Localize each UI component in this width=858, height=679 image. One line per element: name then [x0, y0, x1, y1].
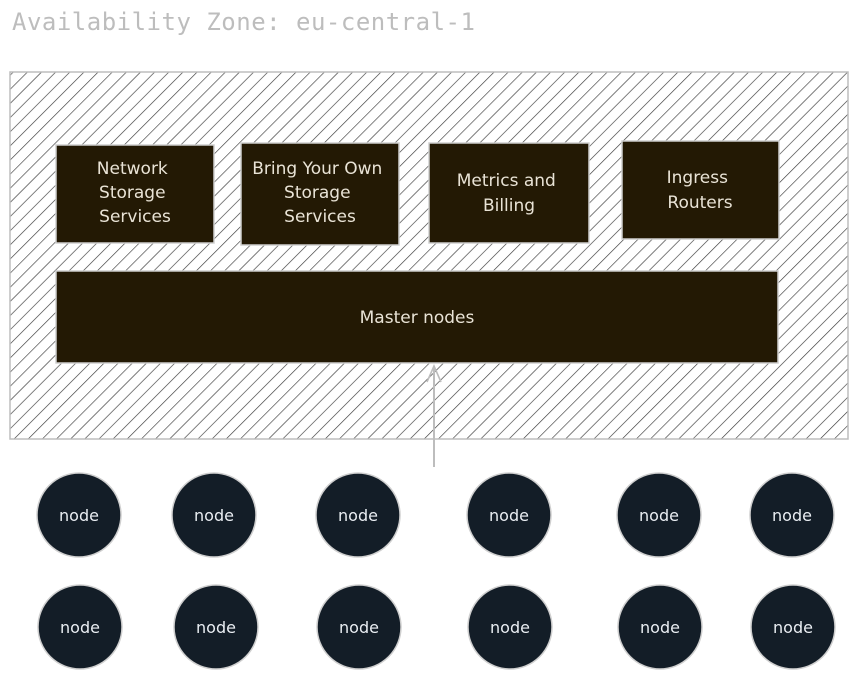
svg-text:Bring Your Own Storage: Bring Your Own Storage Services	[252, 159, 388, 227]
node-label: node	[640, 618, 680, 637]
zone-container	[9, 71, 849, 440]
node-label: node	[490, 618, 530, 637]
zone-title: Availability Zone: eu-central-1	[12, 8, 476, 36]
node-label: node	[489, 506, 529, 525]
service-box-network-storage: Network Storage Services	[55, 144, 215, 244]
master-nodes-box: Master nodes	[55, 270, 779, 364]
svg-text:Ingress Routers: Ingress Routers	[667, 168, 734, 213]
service-label-line: Services	[284, 207, 356, 227]
service-box-ingress-routers: Ingress Routers	[621, 140, 780, 240]
node-label: node	[773, 618, 813, 637]
service-label-line: Storage	[284, 183, 351, 203]
node-circle: node	[37, 584, 123, 670]
service-label-line: Network	[97, 159, 168, 179]
master-nodes-label: Master nodes	[360, 308, 475, 328]
node-label: node	[639, 506, 679, 525]
node-circle: node	[467, 584, 553, 670]
node-circle: node	[616, 472, 702, 558]
service-box-metrics-billing: Metrics and Billing	[428, 142, 590, 244]
service-label-line: Ingress	[667, 168, 729, 188]
service-box-byo-storage: Bring Your Own Storage Services	[240, 142, 400, 246]
node-circle: node	[749, 472, 835, 558]
node-circle: node	[36, 472, 122, 558]
node-circle: node	[466, 472, 552, 558]
service-label-line: Billing	[483, 196, 535, 216]
svg-text:Metrics and Billing: Metrics and Billing	[457, 171, 562, 216]
node-label: node	[59, 506, 99, 525]
svg-text:Network Storage Se: Network Storage Services	[97, 159, 173, 227]
node-label: node	[60, 618, 100, 637]
service-label-line: Services	[99, 207, 171, 227]
service-label-line: Bring Your Own	[252, 159, 382, 179]
node-label: node	[196, 618, 236, 637]
node-circle: node	[315, 472, 401, 558]
service-label-line: Storage	[99, 183, 166, 203]
node-label: node	[194, 506, 234, 525]
service-label-line: Routers	[667, 193, 732, 213]
node-label: node	[772, 506, 812, 525]
node-row-2: node node node node node node	[37, 584, 836, 670]
node-circle: node	[617, 584, 703, 670]
node-circle: node	[173, 584, 259, 670]
node-label: node	[338, 506, 378, 525]
node-circle: node	[750, 584, 836, 670]
service-label-line: Metrics and	[457, 171, 556, 191]
node-row-1: node node node node node node	[36, 472, 835, 558]
node-circle: node	[316, 584, 402, 670]
master-arrow	[426, 364, 442, 467]
node-label: node	[339, 618, 379, 637]
node-circle: node	[171, 472, 257, 558]
